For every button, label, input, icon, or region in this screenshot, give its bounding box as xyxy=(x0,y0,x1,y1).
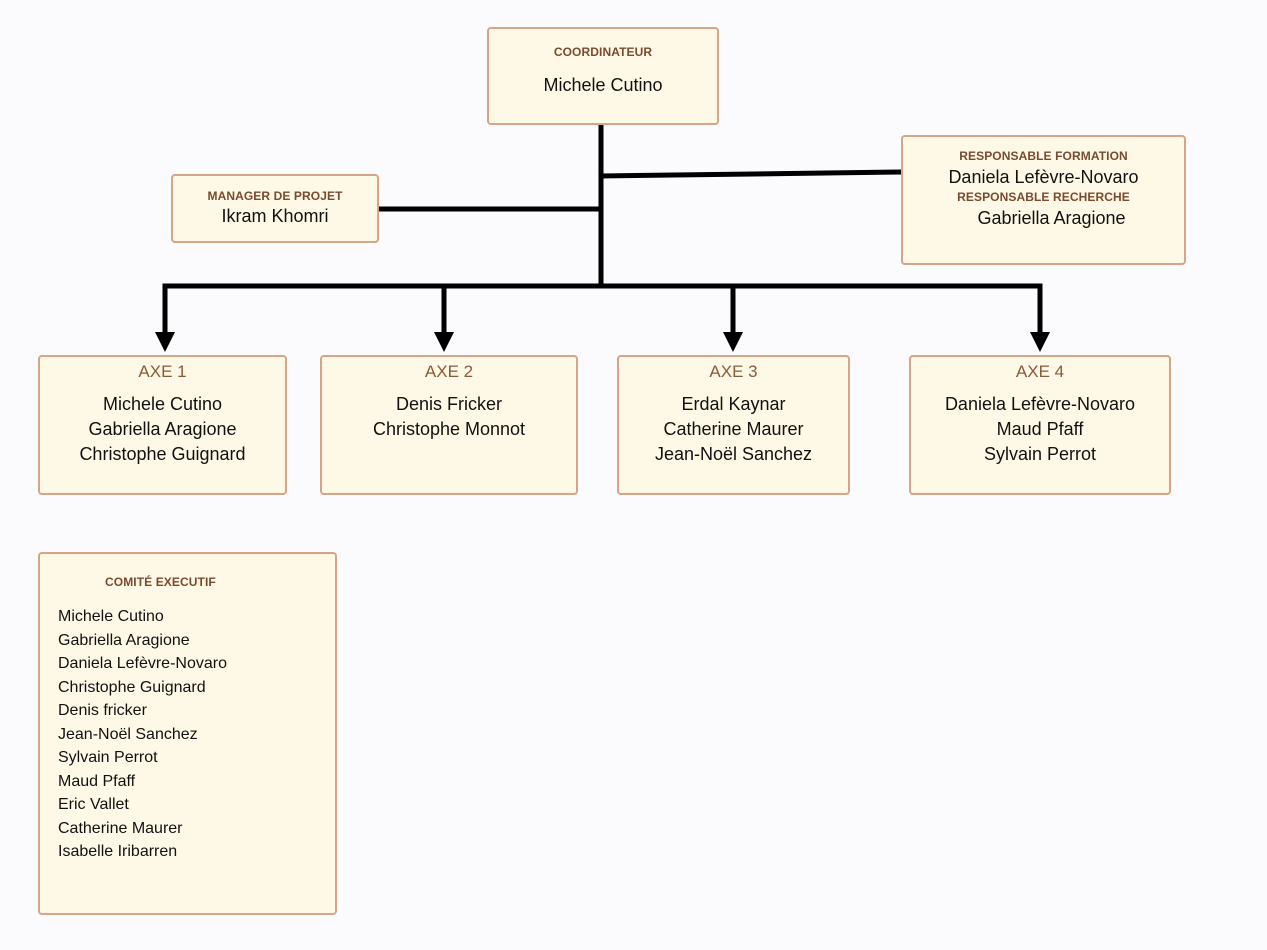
axe-4-title: AXE 4 xyxy=(1015,362,1065,381)
comite-member: Maud Pfaff xyxy=(58,772,136,790)
comite-member: Michele Cutino xyxy=(58,608,164,625)
comite-member: Jean-Noël Sanchez xyxy=(58,725,198,743)
axe-2-box: AXE 2 Denis Fricker Christophe Monnot xyxy=(320,355,578,495)
axe-1-member: Gabriella Aragione xyxy=(88,419,237,439)
axe-3-title: AXE 3 xyxy=(709,362,758,381)
responsable-formation-name: Daniela Lefèvre-Novaro xyxy=(948,167,1139,187)
comite-member: Christophe Guignard xyxy=(58,678,206,696)
axe-4-box: AXE 4 Daniela Lefèvre-Novaro Maud Pfaff … xyxy=(909,355,1171,495)
axe-2-title: AXE 2 xyxy=(424,362,474,381)
coordinateur-role: COORDINATEUR xyxy=(553,45,653,59)
manager-role: MANAGER DE PROJET xyxy=(207,189,343,203)
axe-3-member: Jean-Noël Sanchez xyxy=(654,444,813,464)
axe-2-member: Christophe Monnot xyxy=(372,419,526,439)
axe-1-member: Michele Cutino xyxy=(102,394,223,414)
comite-member: Isabelle Iribarren xyxy=(58,843,178,860)
responsable-recherche-role: RESPONSABLE RECHERCHE xyxy=(957,190,1130,204)
coordinateur-name: Michele Cutino xyxy=(543,75,663,95)
connector-responsables xyxy=(598,169,904,179)
responsables-box: RESPONSABLE FORMATION Daniela Lefèvre-No… xyxy=(901,135,1186,265)
axe-3-member: Erdal Kaynar xyxy=(681,394,786,414)
comite-member: Gabriella Aragione xyxy=(58,631,190,649)
arrowhead-axe1 xyxy=(155,332,175,352)
axe-1-member: Christophe Guignard xyxy=(79,444,246,464)
axe-4-member: Maud Pfaff xyxy=(996,419,1084,439)
axe-4-member: Sylvain Perrot xyxy=(983,444,1097,464)
responsable-recherche-name: Gabriella Aragione xyxy=(977,208,1126,228)
axe-1-box: AXE 1 Michele Cutino Gabriella Aragione … xyxy=(38,355,287,495)
comite-member: Eric Vallet xyxy=(58,796,129,813)
comite-member: Sylvain Perrot xyxy=(58,749,158,766)
comite-executif-box: COMITÉ EXECUTIF Michele Cutino Gabriella… xyxy=(38,552,337,915)
axe-3-box: AXE 3 Erdal Kaynar Catherine Maurer Jean… xyxy=(617,355,850,495)
comite-member: Denis fricker xyxy=(58,702,147,719)
comite-executif-title: COMITÉ EXECUTIF xyxy=(105,575,216,589)
axe-3-member: Catherine Maurer xyxy=(663,419,804,439)
axe-1-title: AXE 1 xyxy=(138,362,187,381)
responsable-formation-role: RESPONSABLE FORMATION xyxy=(959,149,1128,163)
comite-member: Daniela Lefèvre-Novaro xyxy=(58,655,227,672)
axe-2-member: Denis Fricker xyxy=(395,394,502,414)
arrowhead-axe4 xyxy=(1030,332,1050,352)
manager-box: MANAGER DE PROJET Ikram Khomri xyxy=(171,174,379,243)
comite-member: Catherine Maurer xyxy=(58,819,183,837)
coordinateur-box: COORDINATEUR Michele Cutino xyxy=(487,27,719,125)
axe-4-member: Daniela Lefèvre-Novaro xyxy=(944,394,1136,414)
arrowhead-axe2 xyxy=(434,332,454,352)
manager-name: Ikram Khomri xyxy=(221,206,329,226)
arrowhead-axe3 xyxy=(723,332,743,352)
